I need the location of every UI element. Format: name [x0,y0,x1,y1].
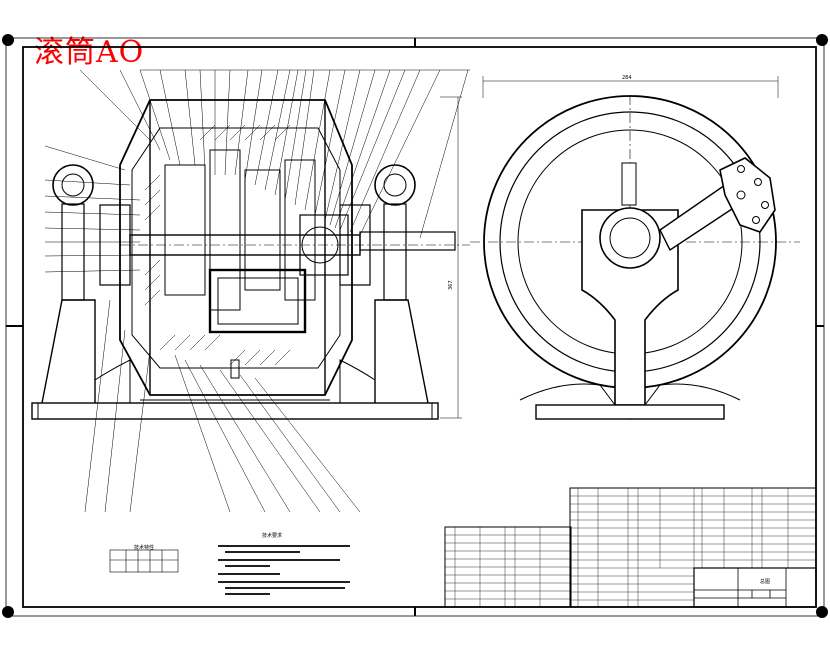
title-block-part-name: 总图 [760,578,770,585]
front-view-drum [31,99,470,420]
spec-table [109,549,179,573]
height-dimension-value: 367 [448,280,454,290]
corner-marks [2,34,828,618]
parts-list-table [444,487,817,608]
part-leader-lines-bottom [84,299,361,513]
side-view-drum [470,95,800,420]
part-leader-lines-top [79,69,470,239]
width-dimension-value: 284 [622,75,632,81]
technical-requirements-title: 技术要求 [262,533,283,539]
outer-frame [5,37,825,617]
title-block [693,567,817,608]
height-dimension-line [440,96,462,419]
spec-table-title: 技术特性 [134,545,155,551]
drawing-watermark-title: 滚筒AO [34,35,145,70]
technical-requirements-text-lines [218,545,350,595]
width-dimension-line [482,76,779,98]
part-leader-lines-left [44,145,141,273]
